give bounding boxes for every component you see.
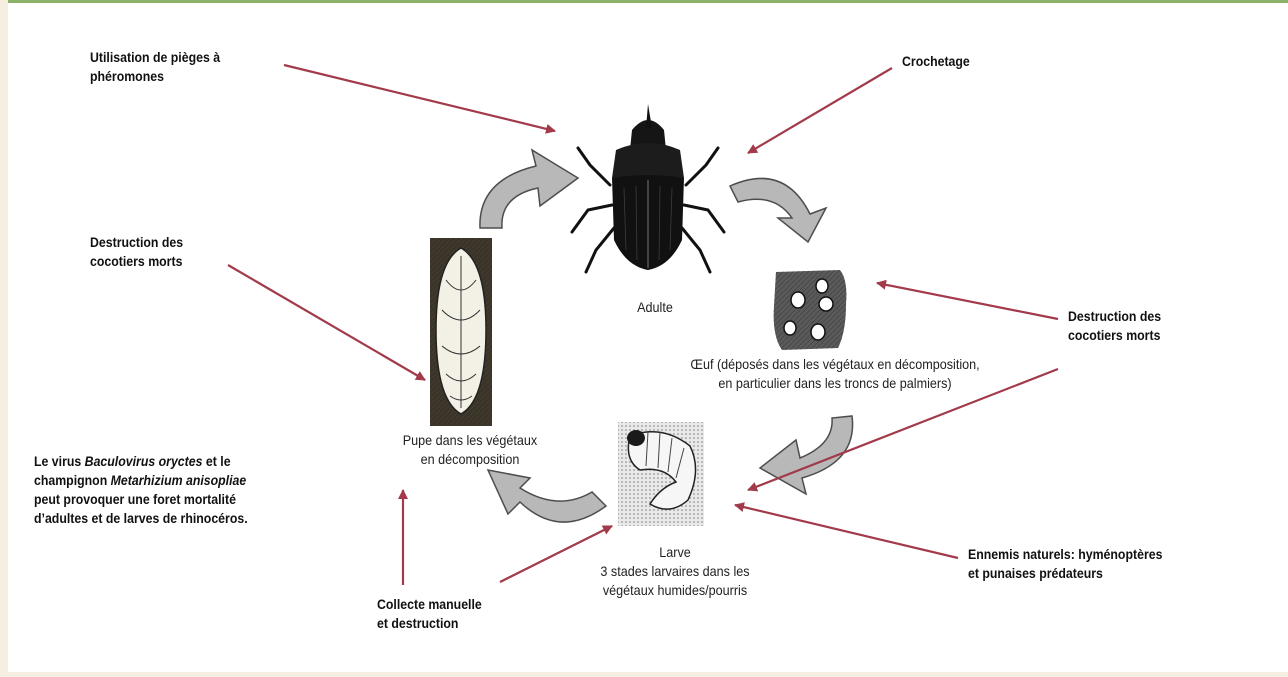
label-destroy-dead-palms-right-line1: Destruction des	[1068, 307, 1161, 326]
label-hooking: Crochetage	[902, 52, 970, 71]
egg-illustration	[774, 270, 847, 350]
label-natural-enemies-line2: et punaises prédateurs	[968, 564, 1162, 583]
label-manual-collection: Collecte manuelle et destruction	[377, 595, 482, 633]
label-biocontrol: Le virus Baculovirus oryctes et le champ…	[34, 452, 248, 528]
caption-egg-line2: en particulier dans les troncs de palmie…	[660, 374, 1011, 393]
pointer-arrow-dead-palms-right	[877, 283, 1058, 319]
label-manual-collection-line1: Collecte manuelle	[377, 595, 482, 614]
caption-pupa: Pupe dans les végétaux en décomposition	[380, 431, 560, 469]
pupa-illustration	[430, 238, 492, 426]
label-biocontrol-line4: d’adultes et de larves de rhinocéros.	[34, 509, 248, 528]
caption-larva: Larve 3 stades larvaires dans les végéta…	[576, 543, 774, 600]
label-pheromone-traps-line2: phéromones	[90, 67, 220, 86]
label-destroy-dead-palms-left-line1: Destruction des	[90, 233, 183, 252]
caption-egg: Œuf (déposés dans les végétaux en décomp…	[660, 355, 1011, 393]
larva-illustration	[618, 422, 704, 526]
label-destroy-dead-palms-left-line2: cocotiers morts	[90, 252, 183, 271]
caption-larva-line2: 3 stades larvaires dans les	[576, 562, 774, 581]
label-biocontrol-line3: peut provoquer une foret mortalité	[34, 490, 248, 509]
biocontrol-virus-name: Baculovirus oryctes	[85, 453, 203, 469]
caption-larva-line3: végétaux humides/pourris	[576, 581, 774, 600]
pointer-arrow-dead-palms-left	[228, 265, 425, 380]
biocontrol-text-2a: champignon	[34, 472, 111, 488]
label-destroy-dead-palms-right: Destruction des cocotiers morts	[1068, 307, 1161, 345]
caption-adult: Adulte	[606, 298, 705, 317]
pointer-arrow-pheromone	[284, 65, 555, 131]
label-natural-enemies: Ennemis naturels: hyménoptères et punais…	[968, 545, 1162, 583]
caption-egg-line1: Œuf (déposés dans les végétaux en décomp…	[660, 355, 1011, 374]
label-natural-enemies-line1: Ennemis naturels: hyménoptères	[968, 545, 1162, 564]
caption-larva-line1: Larve	[576, 543, 774, 562]
cycle-arrow-larva-to-pupa	[488, 470, 606, 522]
cycle-arrow-pupa-to-adult	[480, 150, 578, 228]
label-pheromone-traps: Utilisation de pièges à phéromones	[90, 48, 220, 86]
label-biocontrol-line2: champignon Metarhizium anisopliae	[34, 471, 248, 490]
caption-pupa-line1: Pupe dans les végétaux	[380, 431, 560, 450]
label-destroy-dead-palms-left: Destruction des cocotiers morts	[90, 233, 183, 271]
label-destroy-dead-palms-right-line2: cocotiers morts	[1068, 326, 1161, 345]
biocontrol-text-1c: et le	[202, 453, 230, 469]
label-manual-collection-line2: et destruction	[377, 614, 482, 633]
adult-beetle-icon	[572, 104, 724, 272]
biocontrol-text-1a: Le virus	[34, 453, 85, 469]
cycle-arrow-adult-to-egg	[730, 178, 826, 242]
biocontrol-fungus-name: Metarhizium anisopliae	[111, 472, 247, 488]
caption-pupa-line2: en décomposition	[380, 450, 560, 469]
label-biocontrol-line1: Le virus Baculovirus oryctes et le	[34, 452, 248, 471]
label-pheromone-traps-line1: Utilisation de pièges à	[90, 48, 220, 67]
pointer-arrow-hooking	[748, 68, 892, 153]
